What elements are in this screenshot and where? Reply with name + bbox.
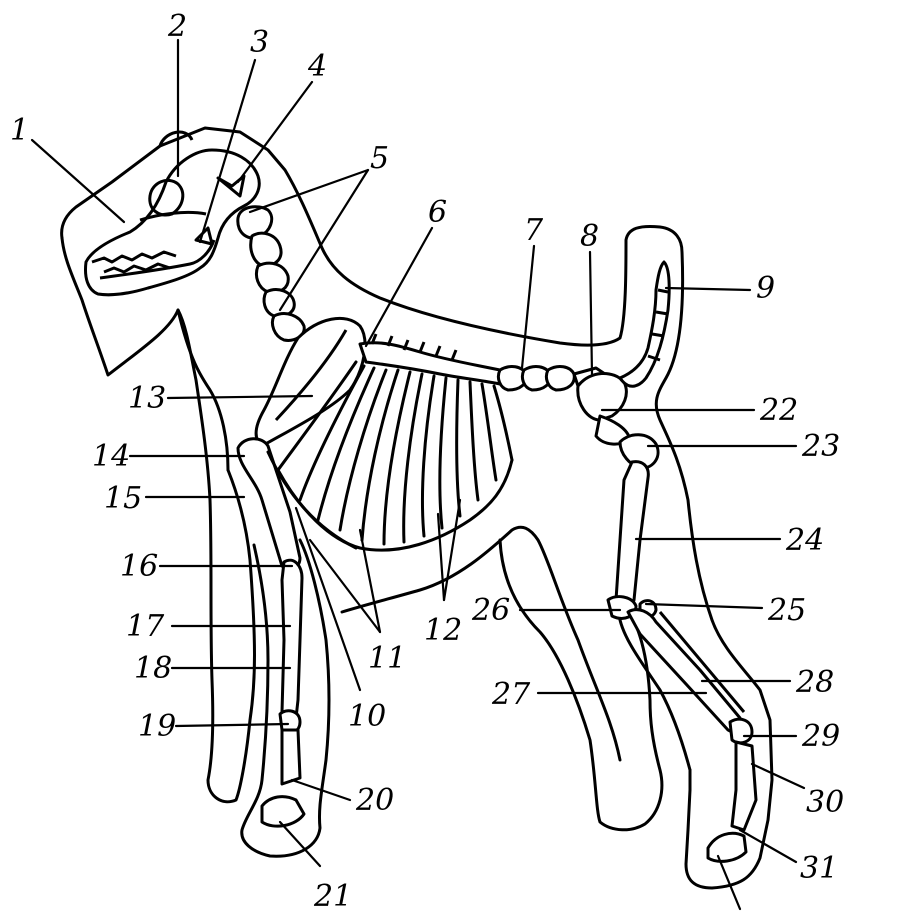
label-7: 7 bbox=[524, 213, 544, 248]
label-16: 16 bbox=[120, 549, 158, 584]
label-18: 18 bbox=[134, 651, 172, 686]
humerus bbox=[238, 439, 300, 570]
label-21: 21 bbox=[313, 879, 352, 911]
cervical-3 bbox=[256, 263, 288, 292]
pelvis bbox=[578, 373, 627, 420]
rib-13 bbox=[494, 386, 512, 460]
leader-6 bbox=[366, 228, 432, 346]
rib-11 bbox=[470, 382, 478, 500]
label-23: 23 bbox=[801, 429, 840, 464]
thoracic-spine bbox=[360, 343, 500, 384]
leader-11b bbox=[360, 530, 380, 632]
label-11: 11 bbox=[368, 641, 406, 676]
cervical-vertebrae bbox=[238, 207, 304, 341]
rib-8 bbox=[422, 376, 434, 536]
leader-25 bbox=[646, 604, 762, 608]
rib-7 bbox=[404, 374, 422, 542]
body-outline bbox=[62, 128, 772, 888]
leader-lines bbox=[32, 40, 804, 909]
label-9: 9 bbox=[756, 271, 775, 306]
tail-vertebrae bbox=[620, 262, 669, 386]
label-28: 28 bbox=[795, 665, 834, 700]
leader-5a bbox=[250, 170, 368, 212]
label-22: 22 bbox=[759, 393, 798, 428]
label-29: 29 bbox=[801, 719, 840, 754]
outline-head-back-tail bbox=[62, 128, 772, 888]
hock bbox=[730, 719, 752, 743]
forelimb-bones bbox=[238, 318, 365, 826]
leader-7 bbox=[522, 246, 534, 368]
label-13: 13 bbox=[128, 381, 166, 416]
label-25: 25 bbox=[767, 593, 806, 628]
leader-9 bbox=[666, 288, 750, 290]
skull-outline bbox=[86, 150, 260, 295]
label-6: 6 bbox=[428, 195, 447, 230]
costal-arch bbox=[278, 460, 512, 550]
hindlimb-bones bbox=[608, 435, 756, 862]
label-3: 3 bbox=[250, 25, 269, 60]
fore-phalanges bbox=[262, 797, 304, 827]
leader-8 bbox=[590, 252, 592, 374]
label-31: 31 bbox=[800, 851, 838, 886]
radius-ulna bbox=[282, 560, 302, 722]
label-2: 2 bbox=[167, 9, 187, 44]
leader-19 bbox=[176, 724, 288, 726]
axis bbox=[251, 233, 281, 266]
label-24: 24 bbox=[785, 523, 824, 558]
label-17: 17 bbox=[126, 609, 165, 644]
label-5: 5 bbox=[370, 141, 389, 176]
label-10: 10 bbox=[348, 699, 386, 734]
label-26: 26 bbox=[471, 593, 510, 628]
leader-31 bbox=[740, 830, 796, 862]
label-8: 8 bbox=[580, 219, 599, 254]
leader-11a bbox=[310, 540, 380, 632]
label-30: 30 bbox=[806, 785, 844, 820]
label-20: 20 bbox=[355, 783, 394, 818]
label-19: 19 bbox=[138, 709, 176, 744]
leader-5b bbox=[280, 170, 368, 310]
upper-teeth bbox=[92, 252, 176, 262]
label-12: 12 bbox=[424, 613, 462, 648]
label-4: 4 bbox=[307, 49, 327, 84]
leader-4 bbox=[238, 82, 312, 182]
leader-30 bbox=[752, 764, 804, 788]
label-15: 15 bbox=[104, 481, 142, 516]
number-labels: 1 2 3 4 5 6 7 8 9 10 11 12 13 14 15 16 1… bbox=[10, 9, 844, 911]
tibia bbox=[628, 610, 742, 732]
metatarsus bbox=[732, 742, 756, 830]
label-27: 27 bbox=[491, 677, 531, 712]
leader-1 bbox=[32, 140, 124, 222]
rib-12 bbox=[482, 384, 496, 480]
skull bbox=[86, 132, 260, 295]
femur bbox=[616, 462, 648, 608]
lumbar-3 bbox=[546, 367, 574, 390]
spine bbox=[360, 334, 608, 392]
metacarpus bbox=[282, 730, 300, 784]
outline-chest bbox=[178, 310, 228, 470]
leader-12b bbox=[444, 500, 460, 600]
hind-phalanges bbox=[708, 833, 746, 861]
rib-10 bbox=[457, 380, 460, 516]
label-1: 1 bbox=[10, 113, 29, 148]
label-14: 14 bbox=[92, 439, 130, 474]
rib-9 bbox=[440, 378, 446, 528]
